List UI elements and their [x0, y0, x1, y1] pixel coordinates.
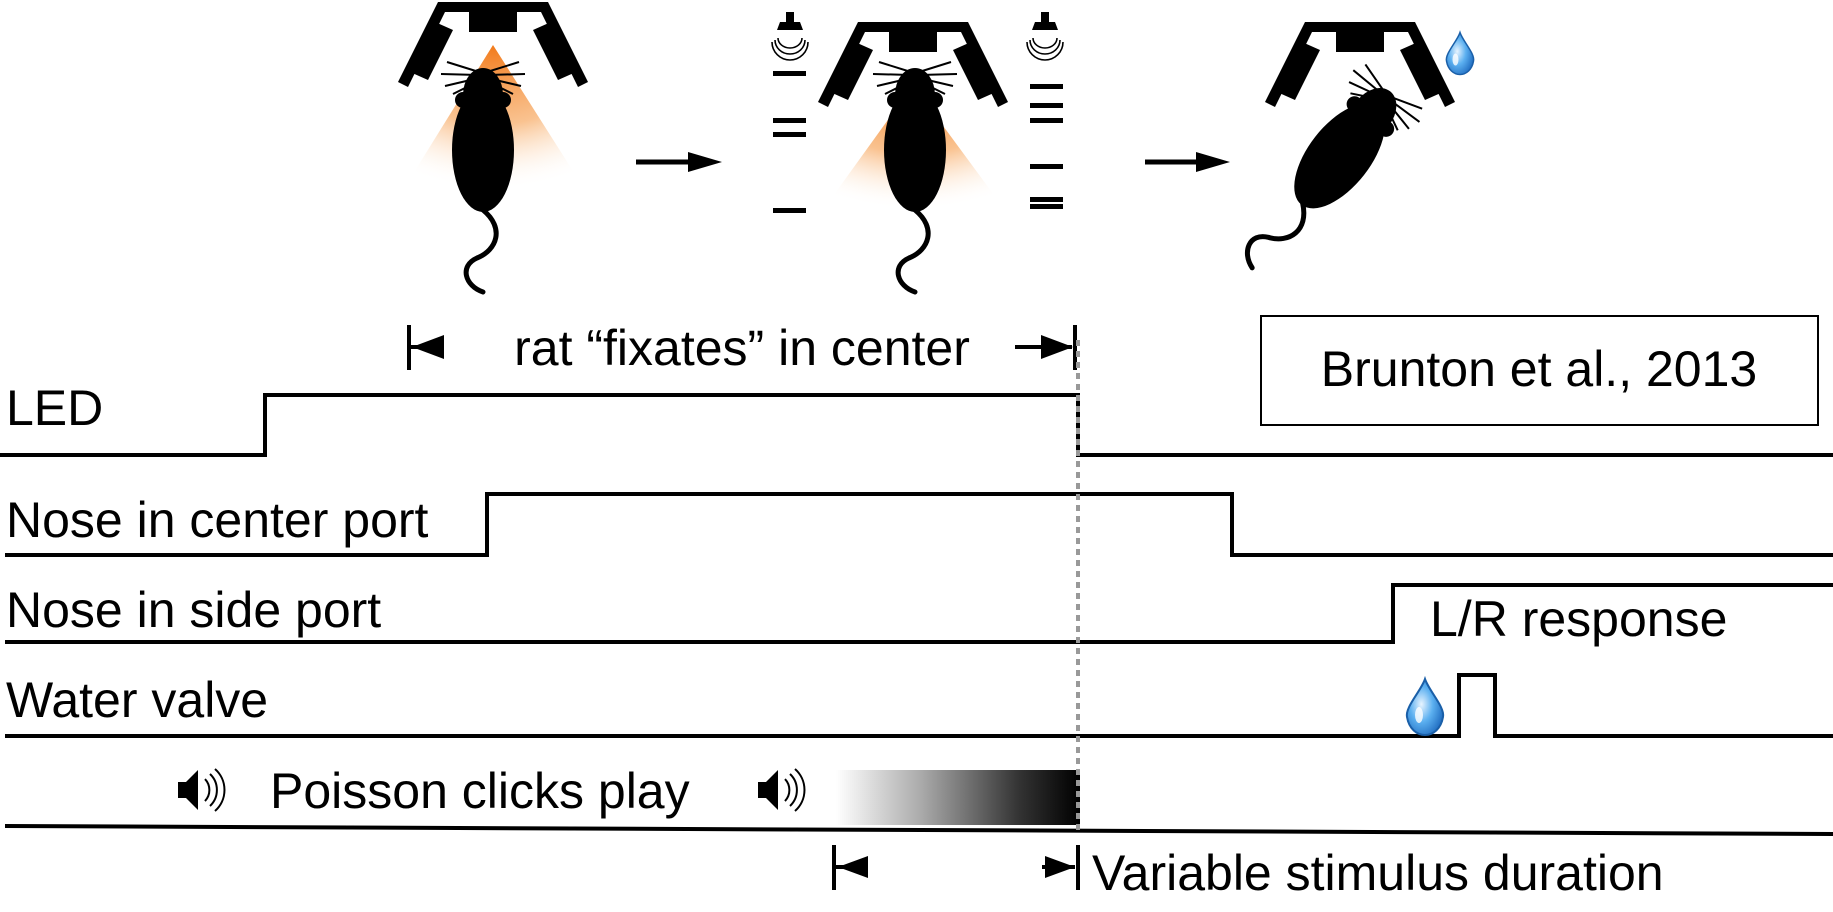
water-valve-trace	[5, 673, 1833, 738]
duration-label: Variable stimulus duration	[1092, 845, 1664, 901]
rat-side-port-reward-icon	[1219, 22, 1475, 294]
speaker-icon	[177, 768, 226, 812]
led-trace	[0, 393, 1833, 457]
progress-arrow-icon	[636, 152, 722, 172]
response-label: L/R response	[1430, 591, 1727, 647]
fixation-bracket: rat “fixates” in center	[407, 320, 1077, 376]
trace-label-water-valve: Water valve	[6, 672, 268, 728]
stimulus-ramp	[836, 770, 1080, 825]
rat-fixating-center-port-icon	[398, 2, 588, 292]
citation-box: Brunton et al., 2013	[1260, 315, 1819, 426]
right-click-train	[1026, 11, 1064, 209]
trace-label-center-port: Nose in center port	[6, 492, 429, 548]
water-drop-icon	[1405, 678, 1445, 736]
side-port-trace	[5, 583, 1833, 644]
fixation-label: rat “fixates” in center	[514, 320, 970, 376]
trace-label-led: LED	[6, 380, 103, 436]
clicks-baseline	[4, 824, 1833, 836]
trace-label-clicks: Poisson clicks play	[270, 763, 690, 819]
speaker-icon	[757, 768, 806, 812]
duration-bracket: Variable stimulus duration	[832, 845, 1664, 901]
trace-label-side-port: Nose in side port	[6, 582, 381, 638]
left-click-train	[771, 11, 809, 213]
rat-hearing-clicks-icon	[771, 11, 1064, 292]
citation-text: Brunton et al., 2013	[1321, 341, 1757, 397]
progress-arrow-icon	[1145, 152, 1230, 172]
center-port-trace	[5, 492, 1833, 557]
